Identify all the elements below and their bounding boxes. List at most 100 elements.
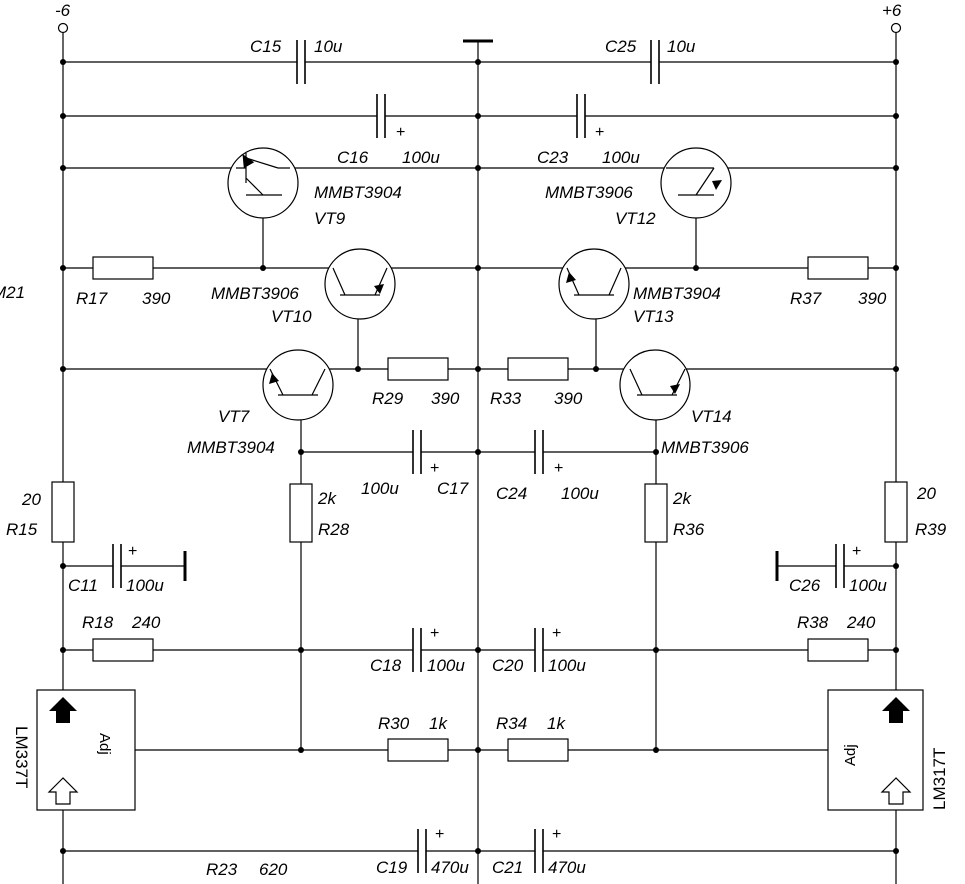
c25-value: 10u xyxy=(667,37,696,56)
c21-plus: + xyxy=(552,826,561,843)
vt13-part: MMBT3904 xyxy=(633,284,721,303)
r17-value: 390 xyxy=(142,289,171,308)
vt13-name: VT13 xyxy=(633,307,674,326)
edge-label: M21 xyxy=(0,283,25,302)
terminal-left: -6 xyxy=(55,1,71,34)
capacitor-c17: + 100u C17 xyxy=(361,430,469,498)
r37-name: R37 xyxy=(790,289,822,308)
vt7-part: MMBT3904 xyxy=(187,438,275,457)
c26-value: 100u xyxy=(849,576,887,595)
c17-plus: + xyxy=(430,460,439,477)
capacitor-c11: + C11 100u xyxy=(68,543,164,595)
resistor-r39: 20 R39 xyxy=(884,481,947,543)
r34-name: R34 xyxy=(496,714,527,733)
r15-value: 20 xyxy=(21,490,41,509)
c21-value: 470u xyxy=(548,858,586,877)
resistor-r36: 2k R36 xyxy=(644,483,705,543)
r15-name: R15 xyxy=(6,520,38,539)
lm337t-part: LM337T xyxy=(12,726,31,788)
r18-name: R18 xyxy=(82,613,114,632)
c18-plus: + xyxy=(430,625,439,642)
rail-label-left: -6 xyxy=(55,1,71,20)
r29-name: R29 xyxy=(372,389,404,408)
vt7-name: VT7 xyxy=(218,407,250,426)
c19-name: C19 xyxy=(376,858,408,877)
resistor-r38: R38 240 xyxy=(797,613,876,662)
vt12-part: MMBT3906 xyxy=(545,183,633,202)
capacitor-c16: + C16 100u xyxy=(337,94,440,167)
c18-name: C18 xyxy=(370,656,402,675)
c17-value: 100u xyxy=(361,479,399,498)
c26-plus: + xyxy=(852,543,861,560)
c16-plus: + xyxy=(396,124,405,141)
c11-value: 100u xyxy=(126,576,164,595)
r36-value: 2k xyxy=(672,489,692,508)
r28-name: R28 xyxy=(318,520,350,539)
c19-value: 470u xyxy=(431,858,469,877)
vt9-part: MMBT3904 xyxy=(314,183,402,202)
c25-name: C25 xyxy=(605,37,637,56)
capacitor-c25: C25 10u xyxy=(605,37,696,84)
vt14-part: MMBT3906 xyxy=(661,438,749,457)
r36-name: R36 xyxy=(673,520,705,539)
resistor-r30: R30 1k xyxy=(378,714,449,762)
r34-value: 1k xyxy=(547,714,566,733)
c23-value: 100u xyxy=(602,148,640,167)
c19-plus: + xyxy=(435,826,444,843)
transistor-vt12: MMBT3906 VT12 xyxy=(545,147,732,228)
r28-value: 2k xyxy=(317,489,337,508)
resistor-r34: R34 1k xyxy=(496,714,569,762)
capacitor-c26: + C26 100u xyxy=(789,543,887,595)
transistor-vt7: VT7 MMBT3904 xyxy=(187,349,334,457)
c20-plus: + xyxy=(552,625,561,642)
c24-plus: + xyxy=(554,460,563,477)
resistor-r23-label: R23 620 xyxy=(206,860,288,879)
r37-value: 390 xyxy=(858,289,887,308)
vt14-name: VT14 xyxy=(691,407,732,426)
r30-name: R30 xyxy=(378,714,410,733)
r39-name: R39 xyxy=(915,520,947,539)
capacitor-c15: C15 10u xyxy=(250,37,343,84)
r17-name: R17 xyxy=(76,289,108,308)
r33-name: R33 xyxy=(490,389,522,408)
c20-name: C20 xyxy=(492,656,524,675)
r38-value: 240 xyxy=(846,613,876,632)
c23-plus: + xyxy=(595,124,604,141)
c11-name: C11 xyxy=(68,576,98,595)
lm317t-adj: Adj xyxy=(842,744,859,766)
c16-name: C16 xyxy=(337,148,369,167)
transistor-vt14: VT14 MMBT3906 xyxy=(619,349,749,457)
regulator-lm317t: Adj LM317T xyxy=(827,689,949,811)
r23-value: 620 xyxy=(259,860,288,879)
c18-value: 100u xyxy=(427,656,465,675)
resistor-r18: R18 240 xyxy=(82,613,161,662)
c24-name: C24 xyxy=(496,484,527,503)
r30-value: 1k xyxy=(429,714,448,733)
capacitor-c19: + C19 470u xyxy=(376,826,469,877)
c26-name: C26 xyxy=(789,576,821,595)
c21-name: C21 xyxy=(492,858,523,877)
vt10-name: VT10 xyxy=(271,307,312,326)
resistor-r17: R17 390 xyxy=(76,256,171,308)
lm317t-part: LM317T xyxy=(930,748,949,810)
r39-value: 20 xyxy=(916,484,936,503)
r23-name: R23 xyxy=(206,860,238,879)
transistor-vt13: MMBT3904 VT13 xyxy=(558,248,721,326)
capacitor-c24: + C24 100u xyxy=(496,430,599,503)
regulator-lm337t: Adj LM337T xyxy=(12,689,136,811)
r33-value: 390 xyxy=(554,389,583,408)
r29-value: 390 xyxy=(431,389,460,408)
wires xyxy=(62,32,897,884)
capacitor-c23: + C23 100u xyxy=(537,94,640,167)
c15-name: C15 xyxy=(250,37,282,56)
c16-value: 100u xyxy=(402,148,440,167)
rail-label-right: +6 xyxy=(882,1,902,20)
c23-name: C23 xyxy=(537,148,569,167)
arrow-up-filled-icon xyxy=(49,697,77,723)
transistor-vt10: MMBT3906 VT10 xyxy=(211,248,396,326)
arrow-up-outline-icon xyxy=(880,777,912,805)
arrow-up-outline-icon xyxy=(47,777,79,805)
vt12-name: VT12 xyxy=(615,209,656,228)
junction-dots xyxy=(60,59,899,854)
